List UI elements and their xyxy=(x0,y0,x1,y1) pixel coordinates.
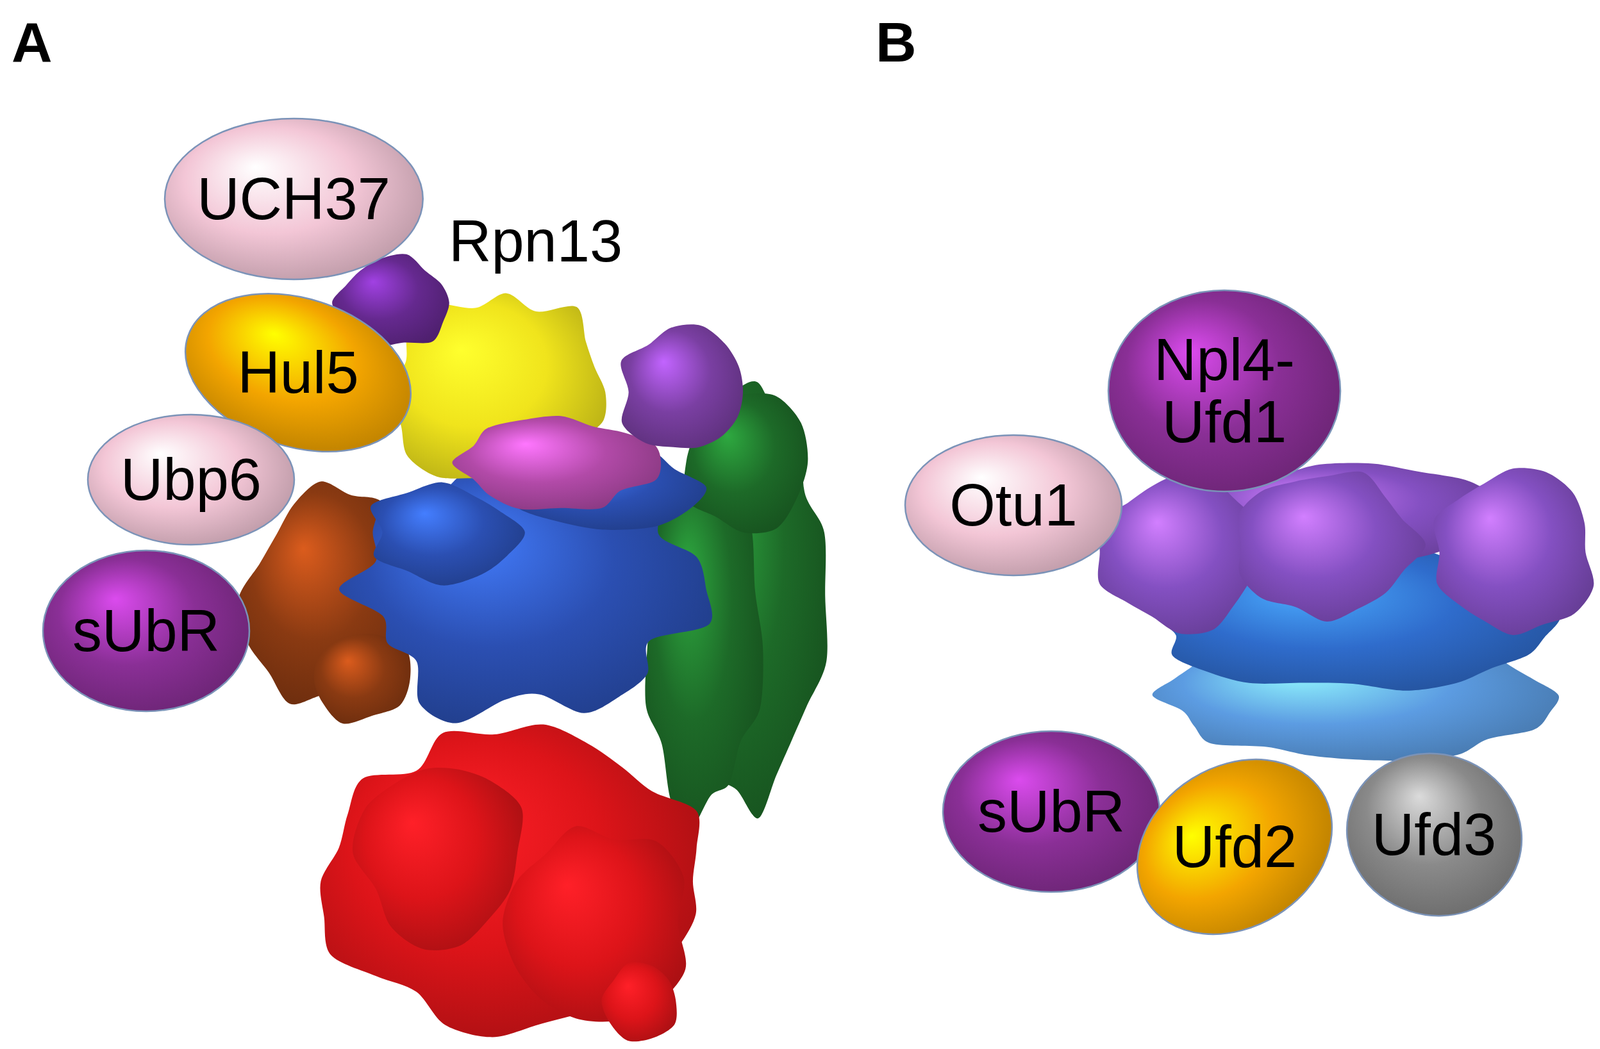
ring-density xyxy=(1237,471,1426,622)
protein-ellipse: Ubp6 xyxy=(86,413,296,547)
text-stack: Ufd3 xyxy=(1371,803,1497,867)
ellipse-shape xyxy=(42,550,250,712)
panel-letter: A xyxy=(11,14,53,71)
protein-name: Ufd2 xyxy=(1172,816,1297,879)
text-stack: Ufd2 xyxy=(1172,816,1297,879)
text-stack: Otu1 xyxy=(949,474,1077,537)
text-holder: sUbR xyxy=(941,730,1161,894)
text-stack: Npl4- Ufd1 xyxy=(1130,328,1319,453)
panel-letter: B xyxy=(875,14,917,71)
protein-name: Otu1 xyxy=(949,474,1077,537)
protein-ellipse: Ufd3 xyxy=(1344,753,1524,917)
protein-ellipse: Npl4- Ufd1 xyxy=(1107,289,1342,493)
text-holder: Ubp6 xyxy=(86,413,296,547)
text-holder: sUbR xyxy=(41,549,251,713)
ellipse-shape xyxy=(87,414,295,545)
protein-ellipse: sUbR xyxy=(41,549,251,713)
text-holder: Ufd2 xyxy=(1130,765,1340,929)
protein-name: Hul5 xyxy=(237,341,359,404)
protein-name: sUbR xyxy=(977,780,1125,843)
text-holder: UCH37 xyxy=(163,117,425,281)
protein-ellipse: UCH37 xyxy=(163,117,425,281)
protein-name: Ubp6 xyxy=(120,448,262,511)
ellipse-shape xyxy=(1104,723,1365,970)
text-stack: sUbR xyxy=(72,600,220,663)
subunit-label: Rpn13 xyxy=(448,211,623,271)
ring-density xyxy=(1433,467,1594,636)
text-holder: Otu1 xyxy=(903,433,1124,577)
protein-name: UCH37 xyxy=(196,167,391,231)
ellipse-shape xyxy=(942,731,1160,893)
text-holder: Npl4- Ufd1 xyxy=(1107,289,1342,493)
protein-name: Ufd3 xyxy=(1371,803,1497,867)
ellipse-shape xyxy=(1108,290,1341,492)
ellipse-shape xyxy=(164,118,424,280)
core-particle xyxy=(352,767,524,951)
text-stack: Ubp6 xyxy=(120,448,262,511)
protein-name: Npl4- Ufd1 xyxy=(1130,328,1319,453)
text-holder: Ufd3 xyxy=(1344,753,1524,917)
protein-ellipse: sUbR xyxy=(941,730,1161,894)
protein-name: sUbR xyxy=(72,600,220,663)
ellipse-shape xyxy=(1325,730,1543,939)
ellipse-shape xyxy=(905,435,1122,576)
protein-ellipse: Otu1 xyxy=(903,433,1124,577)
core-particle xyxy=(601,962,677,1042)
lid-density xyxy=(620,324,743,449)
text-stack: sUbR xyxy=(977,780,1125,843)
protein-ellipse: Ufd2 xyxy=(1130,765,1340,929)
text-stack: Hul5 xyxy=(237,341,359,404)
text-stack: UCH37 xyxy=(196,167,391,231)
